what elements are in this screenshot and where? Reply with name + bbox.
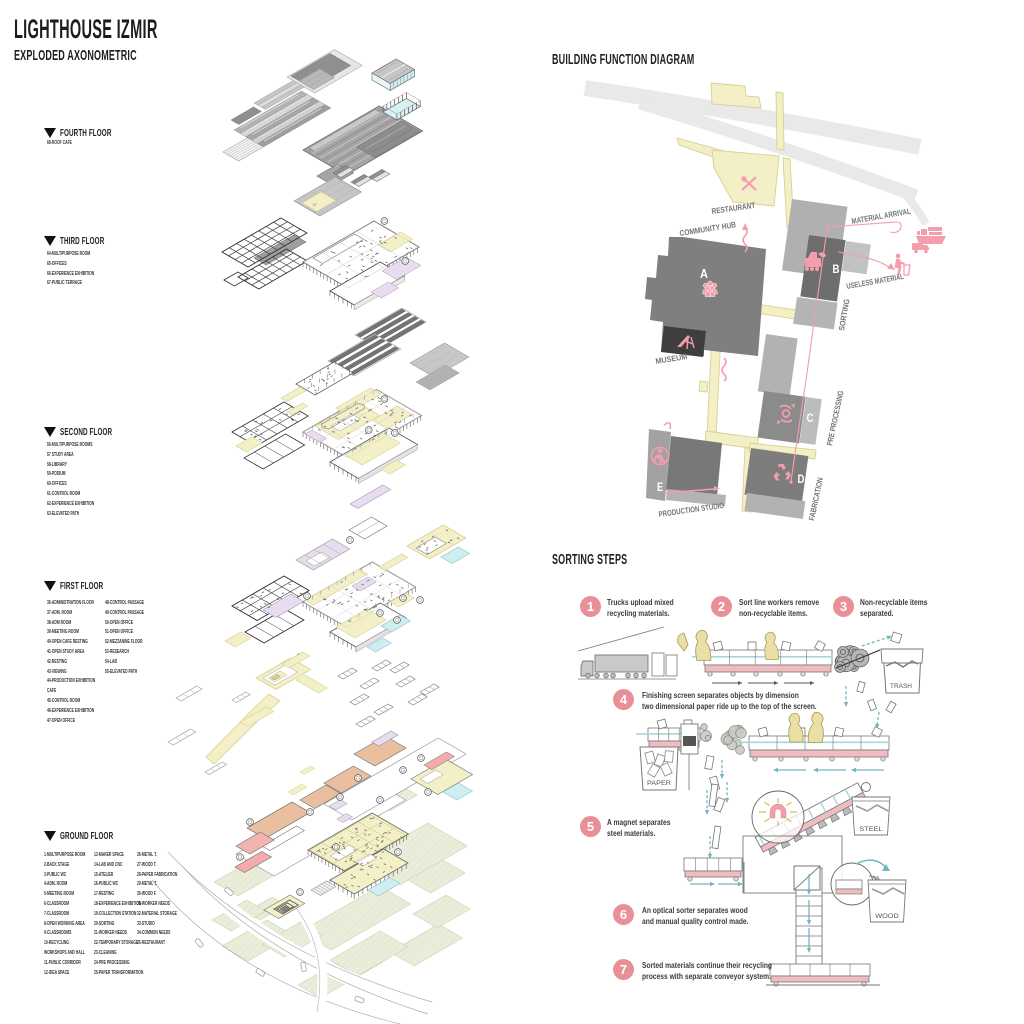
svg-text:TRASH: TRASH [890,683,912,690]
svg-text:MUSEUM: MUSEUM [655,352,688,366]
svg-text:SORTING: SORTING [837,298,851,331]
svg-text:COMMUNITY HUB: COMMUNITY HUB [679,220,737,238]
svg-text:USELESS MATERIAL: USELESS MATERIAL [846,272,905,291]
svg-text:D: D [798,472,805,486]
svg-text:STEEL: STEEL [859,826,883,833]
svg-text:PRODUCTION STUDIO: PRODUCTION STUDIO [658,501,725,519]
svg-text:PAPER: PAPER [647,780,671,787]
svg-text:67: 67 [313,203,317,207]
svg-text:B: B [833,262,840,276]
svg-text:PRE PROCESSING: PRE PROCESSING [825,390,845,447]
svg-text:E: E [657,480,663,494]
svg-text:C: C [807,411,814,425]
svg-text:WOOD: WOOD [875,913,899,920]
svg-text:A: A [700,266,709,281]
svg-text:FABRICATION: FABRICATION [807,476,825,521]
svg-text:RESTAURANT: RESTAURANT [711,201,756,216]
